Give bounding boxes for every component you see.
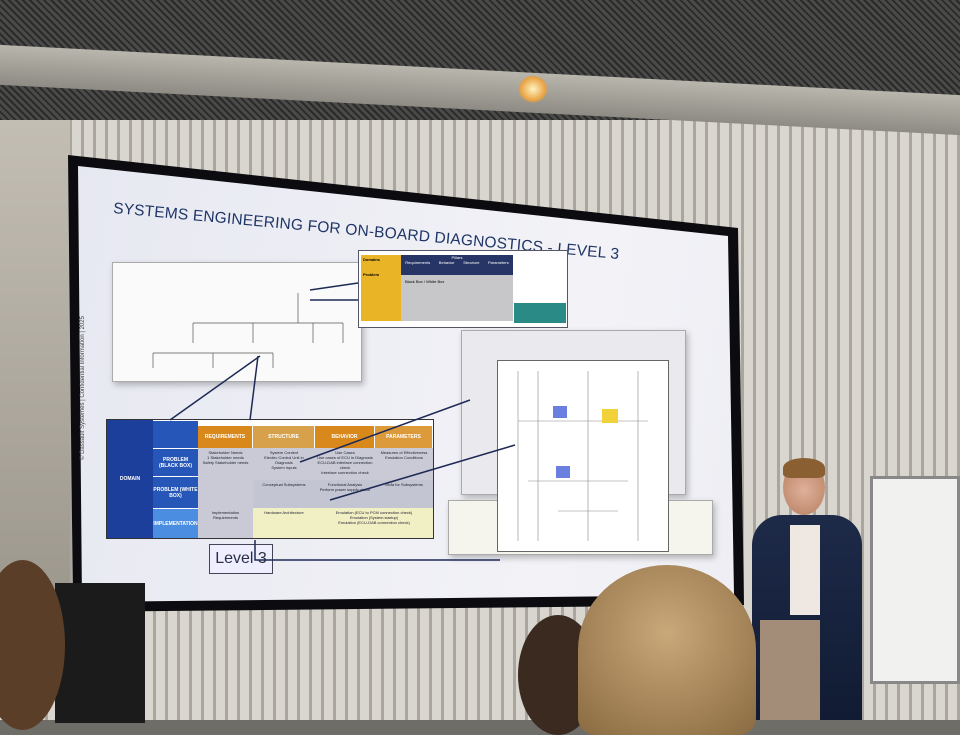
pillars-grid: Black Box / White Box (401, 275, 513, 321)
flow-diagram (497, 360, 669, 552)
cell-str-black: System Context Electric Control Unit in … (253, 448, 315, 480)
col-requirements: REQUIREMENTS (198, 426, 253, 448)
level3-matrix: DOMAIN PROBLEM (BLACK BOX) PROBLEM (WHIT… (106, 419, 434, 539)
cell-par-white: Mofa for Subsystems (375, 480, 433, 508)
cell-beh-white: Functional Analysis Perform power supply… (315, 480, 375, 508)
row-black-box: PROBLEM (BLACK BOX) (153, 448, 198, 476)
row-implementation: IMPLEMENTATION (153, 508, 198, 538)
building-facade (0, 110, 70, 610)
connector-arrows (169, 282, 516, 561)
cell-str-impl: Hardware Architecture (253, 508, 315, 538)
cell-req-problem: Stakeholder Needs 1 Stakeholder needs Sa… (198, 448, 253, 508)
presenter-shirt (790, 525, 820, 615)
domain-label: DOMAIN (107, 420, 153, 538)
flipchart (870, 476, 960, 684)
audience-head-left (0, 560, 65, 730)
row-white-box: PROBLEM (WHITE BOX) (153, 476, 198, 508)
ceiling-light (518, 75, 548, 103)
tree-lines (152, 293, 344, 368)
col-behavior: BEHAVIOR (315, 426, 375, 448)
col-structure: STRUCTURE (253, 426, 315, 448)
cell-str-white: Conceptual Subsystems (253, 480, 315, 508)
col-parameters: PARAMETERS (375, 426, 433, 448)
cell-par-black: Measures of Effectiveness Emulation Cond… (375, 448, 433, 480)
vehicle-icons-panel (514, 303, 566, 323)
level-label: Level 3 (209, 544, 273, 574)
audience-head-blond (578, 565, 756, 735)
presenter-pants (760, 620, 820, 720)
cell-beh-impl: Emulation (ECU to PCM connection check) … (315, 508, 433, 538)
cell-req-impl: Implementation Requirements (198, 508, 253, 538)
presenter-hair (783, 458, 825, 478)
matrix-corner (153, 420, 198, 448)
podium (55, 583, 145, 723)
